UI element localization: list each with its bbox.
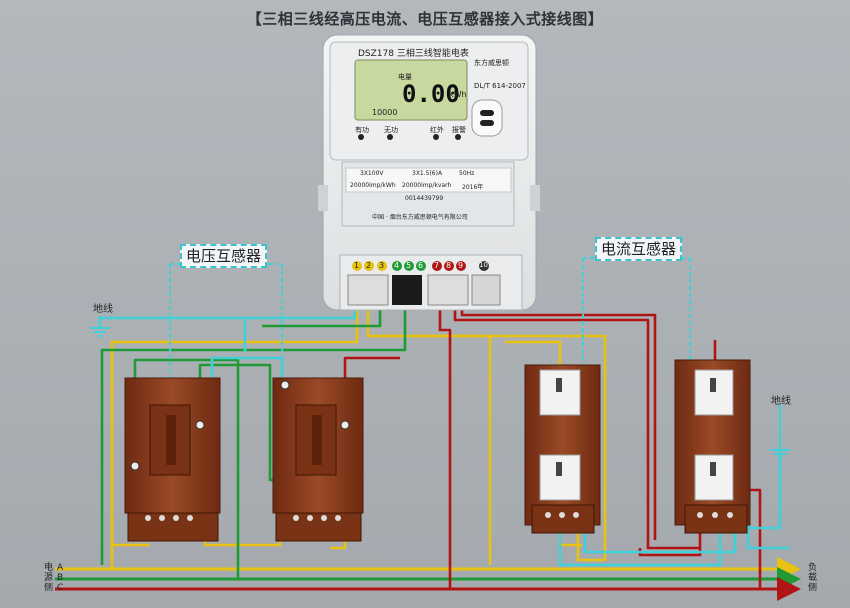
- spec-reactive-constant: 20000imp/kvarh: [402, 182, 452, 189]
- terminal-5-label: 5: [406, 261, 412, 270]
- ground-left: [90, 316, 110, 337]
- meter-brand: 东方威思顿: [474, 59, 509, 67]
- wire-cyan-7: [746, 520, 790, 550]
- terminal-8-label: 8: [446, 261, 452, 270]
- wire-cyan-4: [558, 520, 722, 567]
- terminal-1-label: 1: [354, 261, 360, 270]
- lcd-small: 10000: [372, 108, 398, 117]
- terminal-7-label: 7: [434, 261, 440, 270]
- meter-standard: DL/T 614-2007: [474, 82, 526, 90]
- lcd-value: 0.00: [402, 80, 460, 108]
- terminal-3-dot: [377, 261, 387, 271]
- terminal-8-dot: [444, 261, 454, 271]
- lcd-unit: kWh: [449, 90, 467, 99]
- wire-green-1: [100, 305, 407, 565]
- meter-maker: 中国 · 烟台东方威思顿电气有限公司: [372, 214, 468, 221]
- terminal-2-dot: [364, 261, 374, 271]
- ground-right-label: 地线: [771, 396, 791, 407]
- terminal-3-label: 3: [379, 261, 385, 270]
- terminal-9-label: 9: [458, 261, 464, 270]
- terminal-7-dot: [432, 261, 442, 271]
- terminal-9-dot: [456, 261, 466, 271]
- ct-label: 电流互感器: [595, 237, 683, 261]
- terminal-10-dot: [479, 261, 489, 271]
- wire-yellow-7: [370, 334, 607, 562]
- current-transformer-2: [674, 359, 751, 534]
- indicator-reactive: 无功: [384, 126, 398, 134]
- wire-red-1: [438, 305, 452, 589]
- terminal-6-label: 6: [418, 261, 424, 270]
- current-transformer-1: [524, 364, 601, 534]
- indicator-infrared: 红外: [430, 126, 444, 134]
- terminal-5-dot: [404, 261, 414, 271]
- spec-active-constant: 20000imp/kWh: [350, 182, 396, 189]
- terminal-10-label: 10: [479, 261, 488, 269]
- indicator-active: 有功: [355, 126, 369, 134]
- meter-serial: 0014439799: [405, 195, 444, 202]
- phase-b-label: B: [57, 573, 64, 583]
- energy-meter: [318, 34, 540, 311]
- terminal-4-label: 4: [394, 261, 400, 270]
- load-side-label: 负载侧: [808, 563, 818, 593]
- wire-cyan-6: [735, 450, 782, 530]
- terminal-6-dot: [416, 261, 426, 271]
- voltage-transformer-1: [124, 377, 221, 542]
- wire-green-2: [262, 305, 382, 328]
- terminal-block: [347, 274, 501, 306]
- wire-yellow-2: [366, 305, 492, 565]
- voltage-transformer-2: [272, 377, 364, 542]
- wire-red-2: [453, 305, 700, 550]
- power-bus: [55, 557, 801, 601]
- spec-year: 2016年: [462, 184, 484, 191]
- terminal-2-label: 2: [366, 261, 372, 270]
- meter-model: DSZ178 三相三线智能电表: [358, 49, 469, 59]
- terminal-1-dot: [352, 261, 362, 271]
- spec-voltage: 3X100V: [360, 170, 384, 177]
- phase-c-label: C: [57, 583, 64, 593]
- ground-left-label: 地线: [93, 304, 113, 315]
- pt-label: 电压互感器: [180, 244, 268, 268]
- wire-cyan-5: [583, 528, 737, 554]
- pt-label-leader: [169, 263, 283, 385]
- terminal-4-dot: [392, 261, 402, 271]
- indicator-alarm: 报警: [452, 126, 466, 134]
- source-side-label: 电源侧: [44, 563, 54, 593]
- ground-right: [770, 404, 790, 459]
- spec-current: 3X1.5(6)A: [412, 170, 443, 177]
- phase-a-label: A: [57, 563, 64, 573]
- spec-frequency: 50Hz: [459, 170, 475, 177]
- lcd-top-label: 电量: [398, 73, 412, 81]
- wire-cyan-1: [98, 305, 357, 328]
- page-title: 【三相三线经高压电流、电压互感器接入式接线图】: [246, 10, 604, 28]
